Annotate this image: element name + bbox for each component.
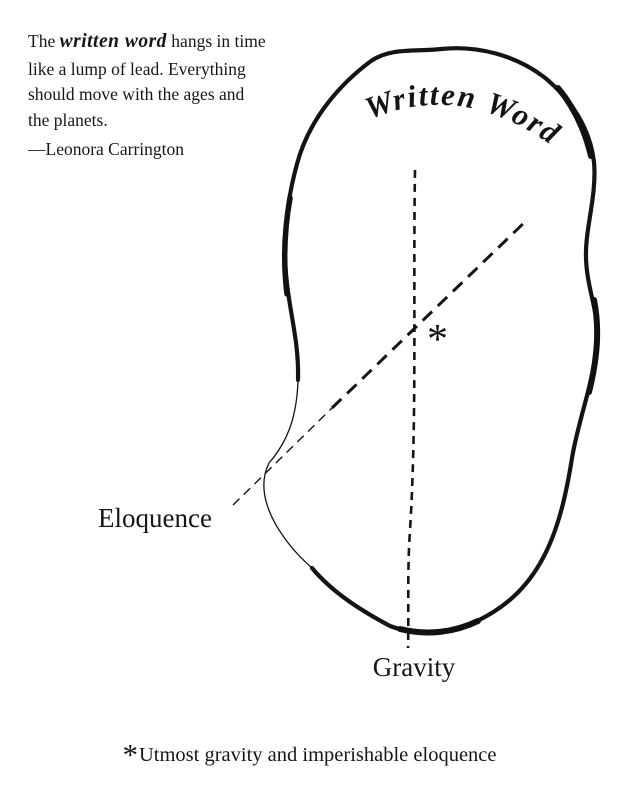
gravity-line — [406, 169, 417, 649]
gravity-label: Gravity — [372, 652, 456, 682]
eloquence-line-upper — [330, 217, 530, 410]
ink-accent-bottom — [397, 618, 481, 636]
blob-title: Written Word — [360, 77, 568, 152]
blob-outline-thin-segment — [263, 379, 313, 569]
eloquence-label: Eloquence — [98, 503, 212, 533]
ink-accent-top-right — [555, 85, 594, 159]
eloquence-line-lower — [232, 407, 333, 506]
ink-accent-right — [586, 297, 601, 395]
blob-outline — [282, 46, 600, 635]
ink-accent-left — [281, 195, 293, 297]
quote-attribution: —Leonora Carrington — [28, 138, 184, 159]
footnote-text: Utmost gravity and imperishable eloquenc… — [138, 744, 497, 766]
quote-text-pre: The — [28, 31, 60, 51]
quote-block: The written word hangs in time like a lu… — [28, 28, 270, 163]
blob-title-textpath: Written Word — [360, 77, 566, 152]
footnote-asterisk: * — [122, 737, 138, 772]
quote-script-phrase: written word — [59, 31, 167, 52]
asterisk-marker: * — [427, 317, 448, 363]
footnote: *Utmost gravity and imperishable eloquen… — [0, 739, 619, 770]
quote-text-post: hangs in time like a lump of lead. Every… — [28, 31, 266, 131]
